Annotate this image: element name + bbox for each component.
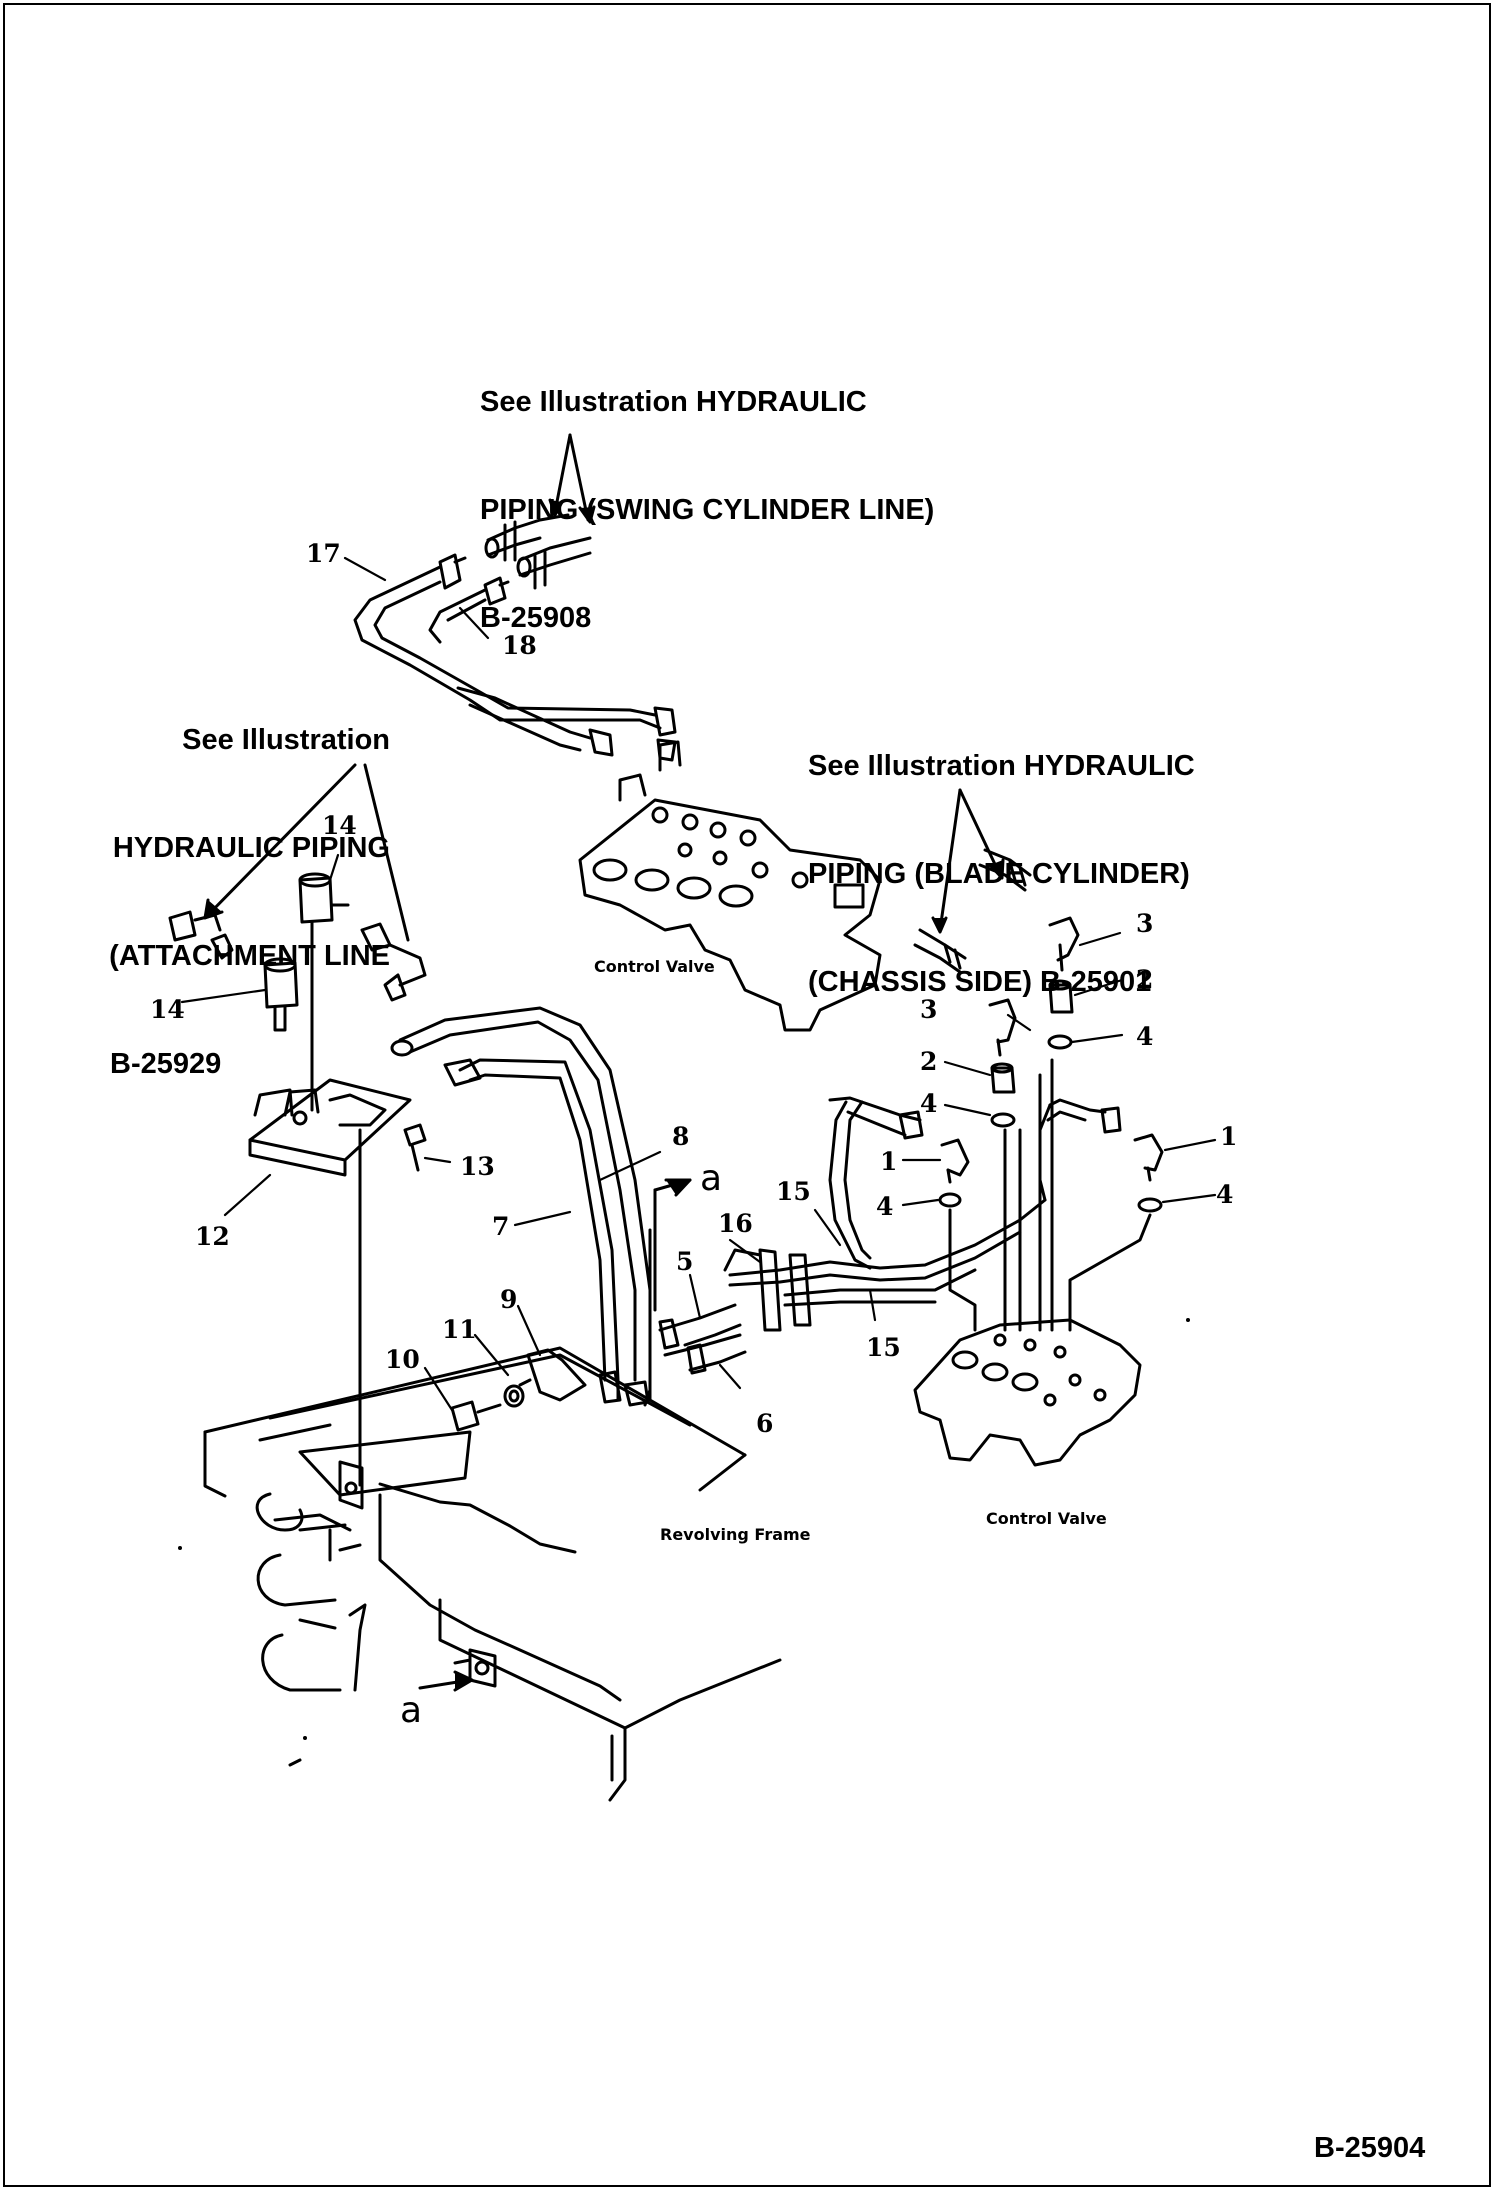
note-swing-cylinder-line: See Illustration HYDRAULIC PIPING (SWING… bbox=[480, 312, 934, 672]
part-label-4-left-upper: 4 bbox=[920, 1089, 937, 1118]
caption-control-valve-lower: Control Valve bbox=[986, 1509, 1107, 1528]
note-swing-line-1: See Illustration HYDRAULIC bbox=[480, 386, 867, 418]
part-label-17: 17 bbox=[306, 539, 341, 568]
hoses-15-16 bbox=[658, 1096, 1122, 1375]
part-label-1-right: 1 bbox=[1220, 1122, 1237, 1151]
part-label-2-left: 2 bbox=[920, 1047, 937, 1076]
drawing-reference-number: B-25904 bbox=[1314, 2132, 1426, 2164]
part-label-14-upper: 14 bbox=[322, 811, 357, 840]
leader-lines bbox=[203, 433, 1005, 942]
part-label-18: 18 bbox=[502, 631, 537, 660]
view-mark-lower-arrow bbox=[418, 1670, 474, 1692]
part-label-1-left: 1 bbox=[880, 1147, 897, 1176]
note-swing-line-3: B-25908 bbox=[480, 602, 592, 634]
note-attachment-line-1: See Illustration bbox=[182, 724, 390, 756]
blade-line-fittings bbox=[913, 848, 1164, 1332]
revolving-frame bbox=[203, 1346, 782, 1802]
part-label-6: 6 bbox=[756, 1409, 773, 1438]
pipes-7-8 bbox=[390, 1006, 652, 1407]
upper-control-valve bbox=[578, 740, 882, 1032]
part-label-2-right: 2 bbox=[1136, 965, 1153, 994]
part-label-4-right-lower: 4 bbox=[1216, 1180, 1233, 1209]
part-label-12: 12 bbox=[195, 1222, 230, 1251]
part-label-4-left-lower: 4 bbox=[876, 1192, 893, 1221]
clamp-and-fasteners bbox=[450, 1348, 587, 1432]
view-mark-upper-arrow bbox=[653, 1178, 692, 1312]
part-label-5: 5 bbox=[676, 1247, 693, 1276]
part-label-7: 7 bbox=[492, 1212, 509, 1241]
attachment-line-components bbox=[168, 872, 427, 1487]
captions: Control Valve Control Valve Revolving Fr… bbox=[594, 957, 1107, 1544]
part-label-14-lower: 14 bbox=[150, 995, 185, 1024]
lower-control-valve bbox=[913, 1318, 1142, 1467]
pipes-17-18 bbox=[353, 553, 677, 762]
swing-line-connectors bbox=[484, 513, 592, 590]
part-label-11: 11 bbox=[442, 1315, 477, 1344]
part-label-3-left: 3 bbox=[920, 995, 937, 1024]
caption-control-valve-upper: Control Valve bbox=[594, 957, 715, 976]
part-leaders bbox=[180, 556, 1217, 1412]
note-attachment-line-4: B-25929 bbox=[110, 1048, 222, 1080]
view-mark-a-lower: a bbox=[400, 1690, 422, 1731]
part-label-16: 16 bbox=[718, 1209, 753, 1238]
part-label-10: 10 bbox=[385, 1345, 420, 1374]
part-label-13: 13 bbox=[460, 1152, 495, 1181]
note-attachment-line-2: HYDRAULIC PIPING bbox=[112, 832, 390, 864]
part-label-9: 9 bbox=[500, 1285, 517, 1314]
view-mark-a-upper: a bbox=[700, 1158, 722, 1199]
caption-revolving-frame: Revolving Frame bbox=[660, 1525, 811, 1544]
part-number-labels: 17 18 14 14 13 12 7 8 9 11 10 5 6 16 15 … bbox=[150, 539, 1237, 1438]
view-marks: a a bbox=[400, 1158, 722, 1731]
note-blade-line-2: PIPING (BLADE CYLINDER) bbox=[808, 858, 1190, 890]
note-blade-cylinder-line: See Illustration HYDRAULIC PIPING (BLADE… bbox=[808, 676, 1195, 1036]
note-attachment-line-3: (ATTACHMENT LINE bbox=[109, 940, 390, 972]
part-label-4-right-upper: 4 bbox=[1136, 1022, 1153, 1051]
part-label-15-upper: 15 bbox=[776, 1177, 811, 1206]
note-swing-line-2: PIPING (SWING CYLINDER LINE) bbox=[480, 494, 935, 526]
speckles bbox=[178, 1318, 1190, 1740]
note-attachment-line: See Illustration HYDRAULIC PIPING (ATTAC… bbox=[98, 650, 390, 1118]
part-label-3-right: 3 bbox=[1136, 909, 1153, 938]
drawing-frame bbox=[3, 3, 1491, 2187]
part-label-15-lower: 15 bbox=[866, 1333, 901, 1362]
note-blade-line-1: See Illustration HYDRAULIC bbox=[808, 750, 1195, 782]
part-label-8: 8 bbox=[672, 1122, 689, 1151]
